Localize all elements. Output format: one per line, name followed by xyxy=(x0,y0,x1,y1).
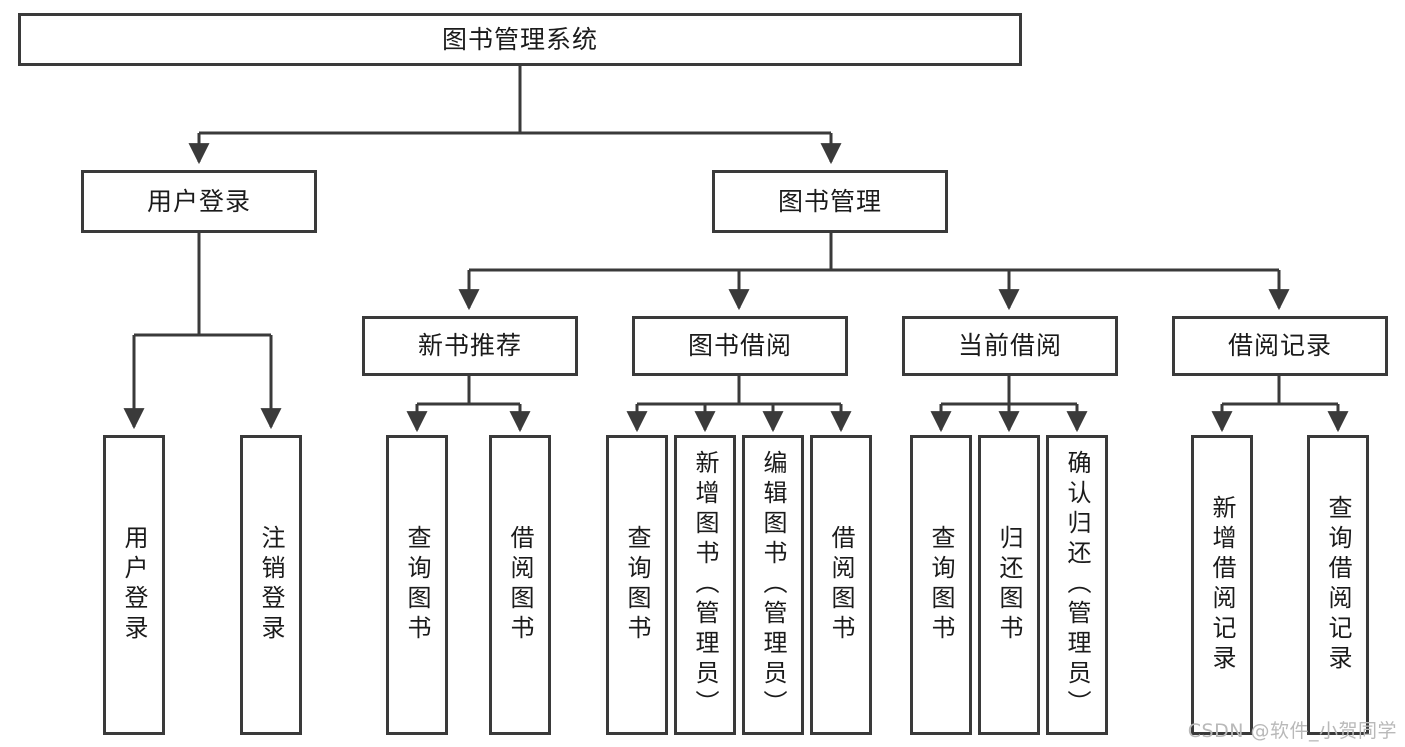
node-book-management-label: 图书管理 xyxy=(777,186,882,216)
node-book-borrow-label: 图书借阅 xyxy=(687,331,792,361)
node-leaf-return-book-label: 归还图书 xyxy=(995,525,1023,645)
node-leaf-query-book-current[interactable]: 查询图书 xyxy=(910,435,972,735)
node-leaf-query-book-recommend[interactable]: 查询图书 xyxy=(386,435,448,735)
node-borrow-record[interactable]: 借阅记录 xyxy=(1172,316,1388,376)
node-leaf-return-book[interactable]: 归还图书 xyxy=(978,435,1040,735)
node-leaf-add-borrow-record[interactable]: 新增借阅记录 xyxy=(1191,435,1253,735)
node-leaf-add-book-admin-label: 新增图书（管理员） xyxy=(691,450,719,720)
node-leaf-query-book-current-label: 查询图书 xyxy=(927,525,955,645)
node-root-book-management-system[interactable]: 图书管理系统 xyxy=(18,13,1022,66)
node-user-login[interactable]: 用户登录 xyxy=(81,170,317,233)
node-current-borrow[interactable]: 当前借阅 xyxy=(902,316,1118,376)
node-leaf-query-book-borrow[interactable]: 查询图书 xyxy=(606,435,668,735)
node-leaf-add-borrow-record-label: 新增借阅记录 xyxy=(1208,495,1236,675)
node-book-borrow[interactable]: 图书借阅 xyxy=(632,316,848,376)
node-leaf-borrow-book-recommend-label: 借阅图书 xyxy=(506,525,534,645)
node-book-management[interactable]: 图书管理 xyxy=(712,170,948,233)
node-leaf-query-borrow-record-label: 查询借阅记录 xyxy=(1324,495,1352,675)
watermark-text: CSDN @软件_小贺同学 xyxy=(1187,720,1397,742)
node-leaf-edit-book-admin[interactable]: 编辑图书（管理员） xyxy=(742,435,804,735)
node-leaf-query-borrow-record[interactable]: 查询借阅记录 xyxy=(1307,435,1369,735)
node-leaf-confirm-return-admin[interactable]: 确认归还（管理员） xyxy=(1046,435,1108,735)
node-leaf-borrow-book[interactable]: 借阅图书 xyxy=(810,435,872,735)
node-new-book-recommend-label: 新书推荐 xyxy=(417,331,522,361)
node-leaf-logout[interactable]: 注销登录 xyxy=(240,435,302,735)
node-leaf-query-book-recommend-label: 查询图书 xyxy=(403,525,431,645)
node-leaf-user-login-label: 用户登录 xyxy=(120,525,148,645)
node-leaf-user-login[interactable]: 用户登录 xyxy=(103,435,165,735)
node-leaf-borrow-book-label: 借阅图书 xyxy=(827,525,855,645)
node-current-borrow-label: 当前借阅 xyxy=(957,331,1062,361)
node-leaf-edit-book-admin-label: 编辑图书（管理员） xyxy=(759,450,787,720)
node-leaf-confirm-return-admin-label: 确认归还（管理员） xyxy=(1063,450,1091,720)
node-borrow-record-label: 借阅记录 xyxy=(1227,331,1332,361)
node-leaf-query-book-borrow-label: 查询图书 xyxy=(623,525,651,645)
node-user-login-label: 用户登录 xyxy=(146,186,251,216)
node-root-label: 图书管理系统 xyxy=(441,24,598,54)
node-leaf-logout-label: 注销登录 xyxy=(257,525,285,645)
node-leaf-add-book-admin[interactable]: 新增图书（管理员） xyxy=(674,435,736,735)
node-leaf-borrow-book-recommend[interactable]: 借阅图书 xyxy=(489,435,551,735)
node-new-book-recommend[interactable]: 新书推荐 xyxy=(362,316,578,376)
